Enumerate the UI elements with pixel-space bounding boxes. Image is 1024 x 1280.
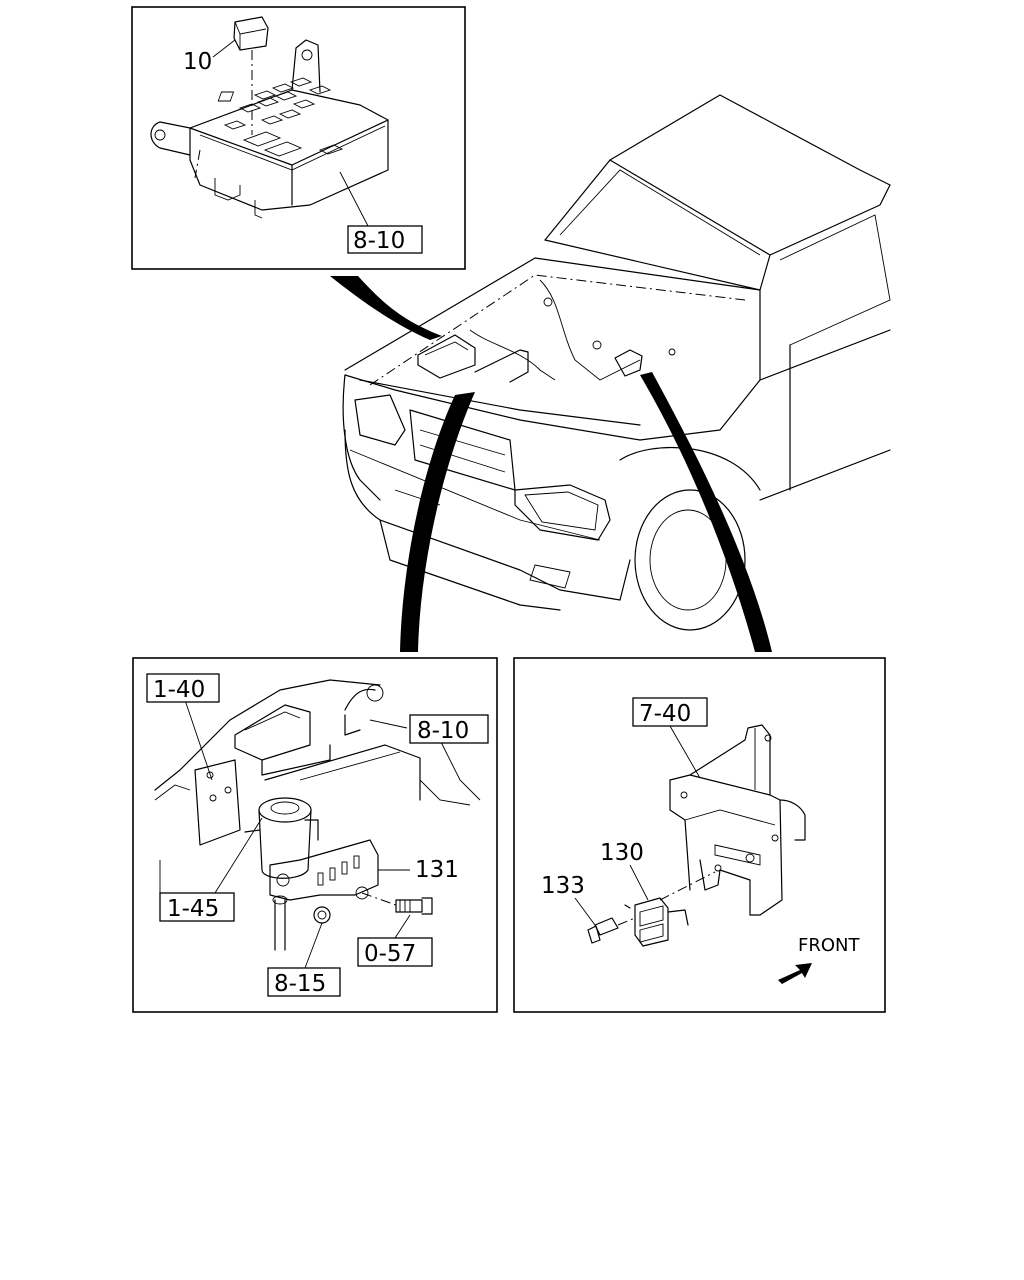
ref-box-0-57: 0-57 [364,941,416,967]
control-unit-icon [624,897,689,947]
front-label: FRONT [798,935,860,956]
vehicle-icon [342,94,891,631]
right-inset-frame [513,657,886,1013]
ref-box-1-45: 1-45 [167,896,219,922]
part-number-130: 130 [600,840,644,866]
ref-box-1-45-frame [159,892,235,922]
ref-box-8-15: 8-15 [274,971,326,997]
ref-box-1-40-frame [146,673,220,703]
ref-box-8-10-left-frame [409,714,489,744]
left-inset-frame [132,657,498,1013]
part-number-131: 131 [415,857,459,883]
ref-box-8-10-top: 8-10 [353,228,405,254]
nut-icon [313,906,331,924]
relay-icon [233,16,269,51]
leader-top [330,276,442,340]
part-number-10: 10 [183,49,212,75]
ref-box-8-10-top-frame [347,225,423,254]
top-inset-frame [131,6,466,270]
ref-box-8-15-frame [267,967,341,997]
leader-left [400,392,475,652]
ref-box-0-57-frame [357,937,433,967]
ref-box-7-40-frame [632,697,708,727]
relay-box-icon [150,39,389,219]
front-arrow-icon [778,963,812,984]
leader-right [640,372,772,652]
ref-box-7-40: 7-40 [639,701,691,727]
engine-bay-detail [154,679,481,951]
ref-box-8-10-left: 8-10 [417,718,469,744]
part-number-133: 133 [541,873,585,899]
ref-box-1-40: 1-40 [153,677,205,703]
bolt-icon [395,897,433,915]
bolt-133-icon [587,917,619,944]
bracket-icon [669,724,806,916]
